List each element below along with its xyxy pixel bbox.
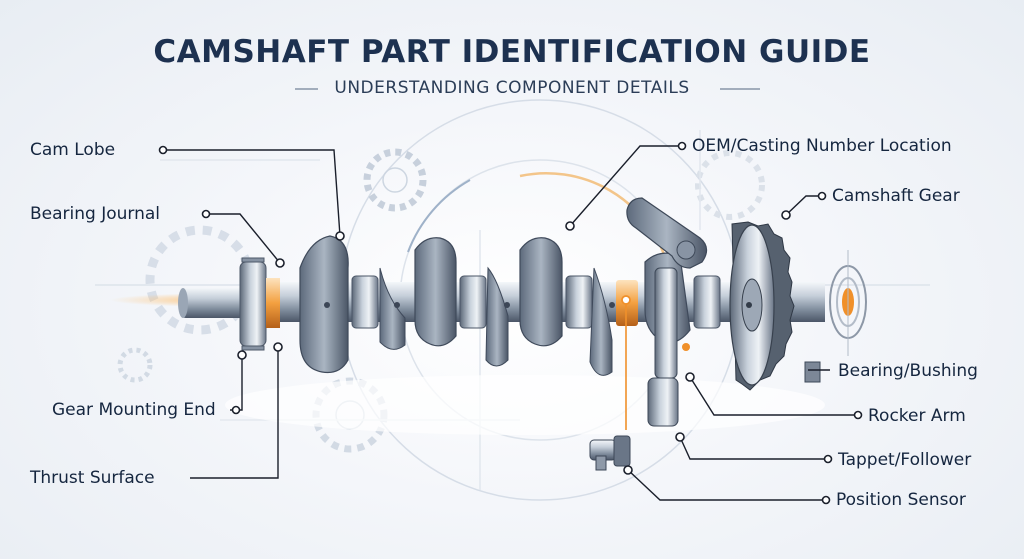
pushrod bbox=[654, 267, 678, 379]
leader-bearing-journal bbox=[206, 213, 281, 264]
label-position-sensor: Position Sensor bbox=[836, 490, 966, 510]
background-decoration bbox=[95, 99, 930, 501]
bearing-journal-1 bbox=[351, 275, 379, 329]
leader-markers bbox=[158, 141, 863, 505]
cam-lobe-1 bbox=[299, 235, 349, 374]
page-subtitle: UNDERSTANDING COMPONENT DETAILS bbox=[334, 78, 690, 98]
target-marker bbox=[804, 250, 867, 383]
leader-cam-lobe bbox=[163, 149, 341, 237]
rocker-arm-assembly bbox=[626, 197, 708, 427]
label-tappet-follower: Tappet/Follower bbox=[838, 450, 972, 470]
page-title: CAMSHAFT PART IDENTIFICATION GUIDE bbox=[153, 34, 871, 70]
camshaft-gear-part bbox=[729, 221, 795, 391]
label-oem-casting: OEM/Casting Number Location bbox=[692, 136, 952, 156]
label-rocker-arm: Rocker Arm bbox=[868, 406, 966, 426]
leader-lines bbox=[163, 145, 858, 501]
cam-lobe-3 bbox=[519, 237, 563, 347]
leader-tappet bbox=[679, 436, 828, 460]
floor-glow bbox=[225, 375, 825, 435]
label-cam-lobe: Cam Lobe bbox=[30, 140, 116, 160]
leader-thrust-surface bbox=[190, 347, 279, 479]
orange-marker bbox=[621, 295, 631, 305]
label-gear-mounting-end: Gear Mounting End bbox=[52, 400, 216, 420]
label-bearing-journal: Bearing Journal bbox=[30, 204, 161, 224]
label-bearing-bushing: Bearing/Bushing bbox=[838, 361, 978, 381]
camshaft-body bbox=[178, 235, 825, 376]
leader-oem bbox=[569, 145, 682, 227]
cam-lobe-2 bbox=[414, 237, 457, 347]
tappet-body bbox=[647, 377, 679, 427]
label-thrust-surface: Thrust Surface bbox=[30, 468, 155, 488]
thrust-surface-ring bbox=[266, 278, 280, 328]
leader-position-sensor bbox=[627, 469, 826, 501]
leader-camshaft-gear bbox=[785, 195, 822, 216]
label-camshaft-gear: Camshaft Gear bbox=[832, 186, 960, 206]
leader-rocker-arm bbox=[689, 376, 858, 416]
position-sensor-part bbox=[589, 435, 631, 471]
